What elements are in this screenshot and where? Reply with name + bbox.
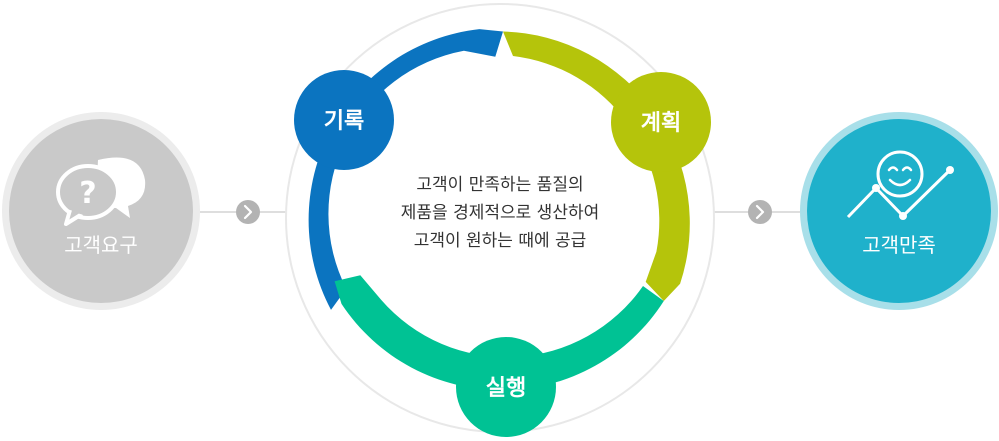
cycle-node-record: 기록 [294,70,394,170]
center-text-line2: 제품을 경제적으로 생산하여 [401,203,600,223]
svg-text:?: ? [79,176,96,211]
cycle-label-plan: 계획 [641,111,681,136]
arrow-badge-left [236,200,260,224]
cycle-label-execute: 실행 [486,376,526,401]
chevron-right-icon [755,204,765,220]
cycle-node-plan: 계획 [611,72,711,172]
cycle-arrow-teal [334,275,664,391]
cycle-node-execute: 실행 [456,337,556,437]
speech-bubbles-question-icon: ? [56,157,146,226]
smiley-line-graph-icon [846,150,954,220]
node-customer-needs: ? 고객요구 [2,112,200,310]
cycle-label-record: 기록 [324,109,364,134]
center-text-line1: 고객이 만족하는 품질의 [416,175,583,195]
node-customer-satisfaction-label: 고객만족 [862,233,936,257]
arrow-badge-right [748,200,772,224]
center-text-line3: 고객이 원하는 때에 공급 [414,231,587,251]
chevron-right-icon [243,204,253,220]
node-customer-satisfaction: 고객만족 [800,112,998,310]
node-customer-needs-label: 고객요구 [64,233,138,257]
